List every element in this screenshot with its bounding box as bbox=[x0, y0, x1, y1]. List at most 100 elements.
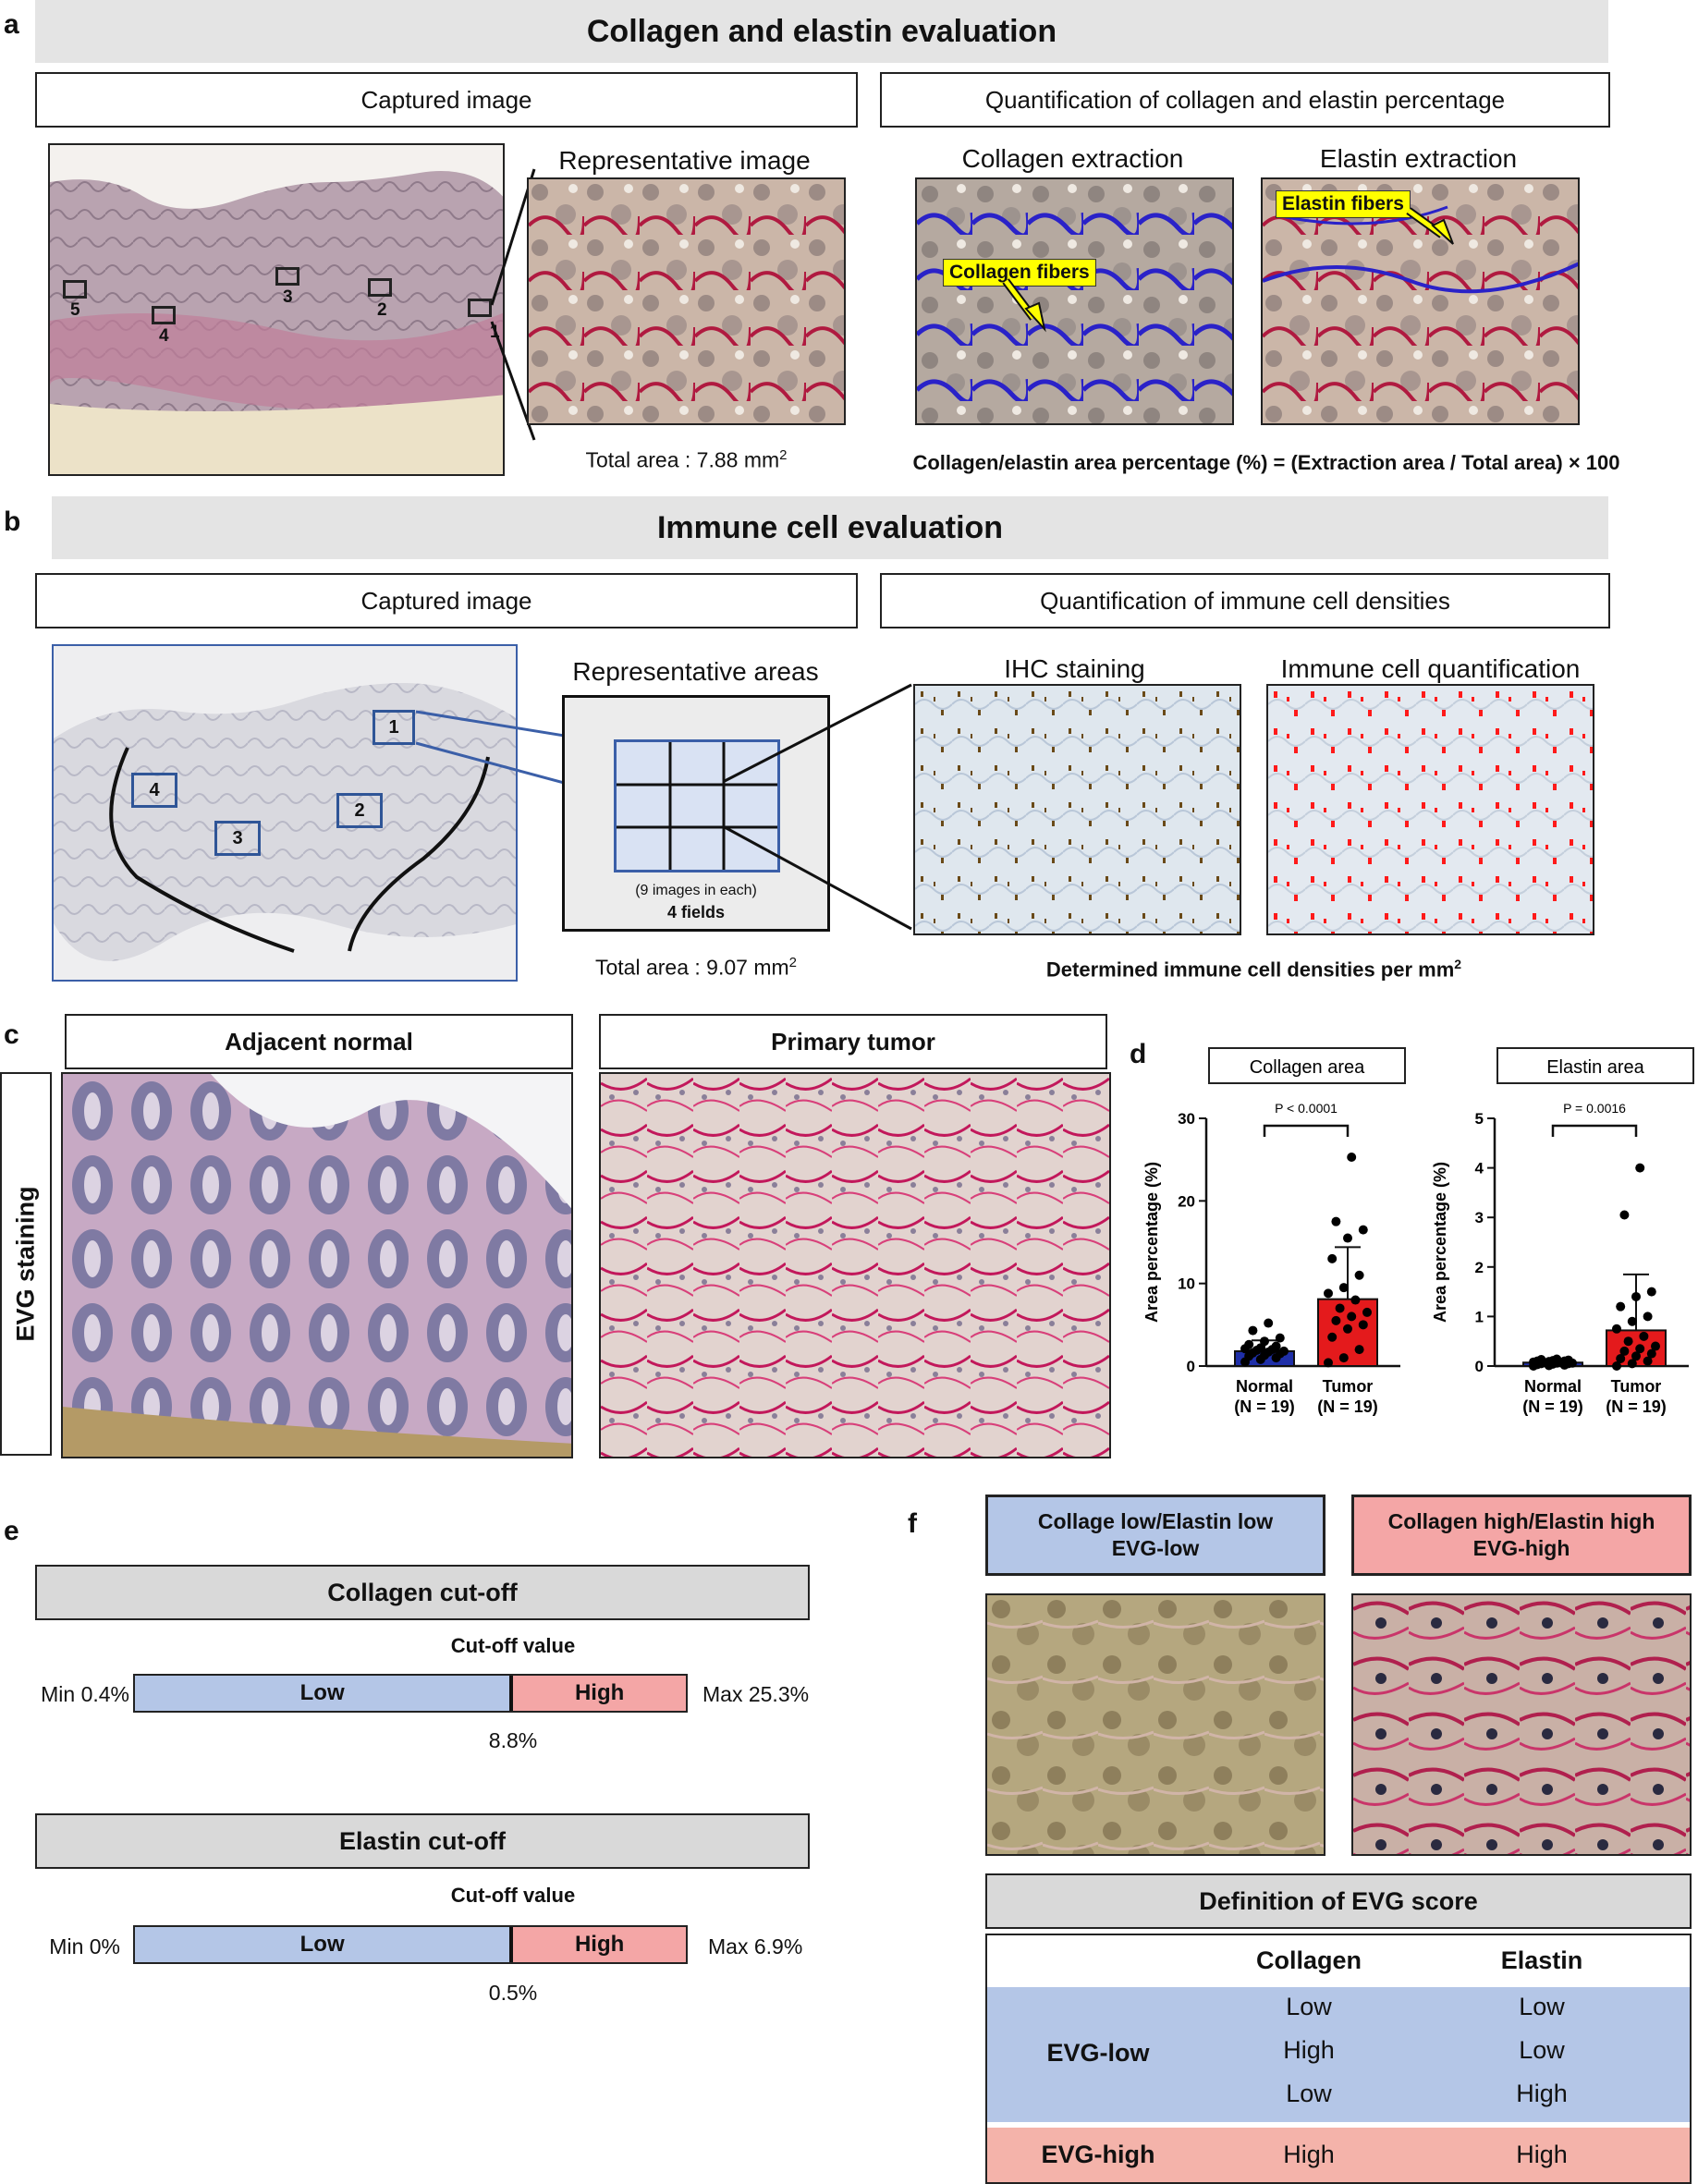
chart-pvalue: P < 0.0001 bbox=[1275, 1101, 1338, 1116]
panel-f-evg-low-label: EVG-low bbox=[1046, 2039, 1150, 2067]
panel-c-normal-box: Adjacent normal bbox=[65, 1014, 573, 1069]
chart-point bbox=[1619, 1346, 1630, 1356]
chart-point bbox=[1552, 1354, 1562, 1364]
chart-title: Elastin area bbox=[1546, 1057, 1644, 1078]
chart-point bbox=[1244, 1339, 1254, 1349]
panel-b-region-box-2: 2 bbox=[336, 793, 383, 828]
panel-e-elastin-high: High bbox=[513, 1927, 686, 1962]
panel-a-region-number: 2 bbox=[377, 300, 387, 320]
panel-e-elastin-min: Min 0% bbox=[49, 1934, 120, 1958]
chart-point bbox=[1358, 1320, 1368, 1330]
chart-x-tick-label: (N = 19) bbox=[1522, 1397, 1583, 1416]
chart-point bbox=[1358, 1225, 1368, 1235]
chart-point bbox=[1347, 1312, 1357, 1322]
chart-point bbox=[1324, 1288, 1333, 1299]
chart-point bbox=[1354, 1270, 1364, 1280]
panel-e-collagen-low: Low bbox=[135, 1676, 510, 1711]
panel-a-collagen-image bbox=[915, 177, 1234, 425]
chart-point bbox=[1354, 1345, 1364, 1355]
panel-a-region-number: 3 bbox=[283, 287, 293, 307]
chart-point bbox=[1264, 1318, 1274, 1328]
chart-y-tick-label: 2 bbox=[1475, 1259, 1484, 1276]
panel-f-cell: Low bbox=[1519, 2036, 1565, 2064]
panel-letter-f: f bbox=[908, 1508, 917, 1539]
panel-a-elastin-image bbox=[1261, 177, 1580, 425]
chart-point bbox=[1279, 1346, 1289, 1356]
chart-point bbox=[1619, 1210, 1630, 1220]
panel-b-region-box-3: 3 bbox=[214, 821, 261, 856]
chart-point bbox=[1327, 1253, 1338, 1263]
chart-point bbox=[1350, 1295, 1361, 1305]
chart-x-tick-label: (N = 19) bbox=[1606, 1397, 1667, 1416]
panel-b-region-box-1: 1 bbox=[373, 710, 415, 745]
panel-f-high-box: Collagen high/Elastin high EVG-high bbox=[1351, 1495, 1692, 1576]
panel-a-elastin-arrow bbox=[1406, 207, 1454, 245]
panel-f-cell: High bbox=[1516, 2141, 1568, 2168]
chart-point bbox=[1627, 1316, 1637, 1326]
chart-point bbox=[1612, 1324, 1621, 1334]
panel-a-representative-image bbox=[527, 177, 846, 425]
panel-f-cell: Low bbox=[1519, 1993, 1565, 2020]
panel-a-collagen-label: Collagen extraction bbox=[961, 144, 1184, 173]
panel-e-collagen-cutoff-label: Cut-off value bbox=[450, 1634, 576, 1657]
panel-c-tumor-box: Primary tumor bbox=[599, 1014, 1107, 1069]
panel-f-col-collagen: Collagen bbox=[1255, 1946, 1362, 1974]
panel-b-grid bbox=[614, 739, 780, 872]
panel-a-captured-box: Captured image bbox=[35, 72, 858, 128]
panel-e-elastin-low: Low bbox=[135, 1927, 510, 1962]
panel-e-elastin-cutoff-label: Cut-off value bbox=[450, 1884, 576, 1907]
panel-f-cell: Low bbox=[1286, 2080, 1332, 2107]
panel-a-formula: Collagen/elastin area percentage (%) = (… bbox=[912, 451, 1620, 474]
chart-point bbox=[1248, 1325, 1258, 1336]
chart-y-tick-label: 0 bbox=[1475, 1358, 1484, 1375]
panel-b-grid-fields: 4 fields bbox=[666, 903, 726, 921]
chart-y-tick-label: 5 bbox=[1475, 1110, 1484, 1128]
chart-point bbox=[1635, 1344, 1645, 1354]
panel-b-captured-box: Captured image bbox=[35, 573, 858, 628]
panel-f-low-rows-bg bbox=[987, 1987, 1690, 2122]
chart-y-tick-label: 3 bbox=[1475, 1209, 1484, 1226]
panel-f-high-image bbox=[1351, 1593, 1692, 1856]
chart-x-tick-label: Normal bbox=[1236, 1377, 1293, 1396]
chart-x-tick-label: Normal bbox=[1524, 1377, 1582, 1396]
chart-point bbox=[1343, 1324, 1352, 1334]
panel-f-low-line2: EVG-low bbox=[1111, 1536, 1200, 1560]
panel-letter-d: d bbox=[1130, 1039, 1147, 1069]
panel-e-collagen-title: Collagen cut-off bbox=[35, 1565, 810, 1620]
panel-c-tumor-image bbox=[599, 1072, 1111, 1458]
chart-x-tick-label: Tumor bbox=[1611, 1377, 1662, 1396]
chart-significance-bracket bbox=[1263, 1124, 1350, 1137]
panel-letter-c: c bbox=[4, 1019, 19, 1050]
chart-point bbox=[1335, 1303, 1345, 1313]
panel-a-quant-box: Quantification of collagen and elastin p… bbox=[880, 72, 1610, 128]
chart-point bbox=[1612, 1361, 1621, 1371]
chart-point bbox=[1616, 1301, 1626, 1312]
panel-b-densities: Determined immune cell densities per mm2 bbox=[1045, 957, 1462, 982]
panel-e-collagen-value: 8.8% bbox=[488, 1728, 538, 1752]
panel-e-elastin-title: Elastin cut-off bbox=[35, 1813, 810, 1869]
panel-e-elastin-max: Max 6.9% bbox=[708, 1934, 803, 1958]
chart-significance-bracket bbox=[1551, 1124, 1638, 1137]
panel-b-total-area: Total area : 9.07 mm2 bbox=[595, 955, 797, 980]
panel-b-quant-box: Quantification of immune cell densities bbox=[880, 573, 1610, 628]
chart-point bbox=[1646, 1287, 1656, 1297]
chart-point bbox=[1631, 1291, 1641, 1301]
panel-b-grid-note: (9 images in each) bbox=[635, 883, 757, 898]
panel-e-collagen-bar: Low High bbox=[133, 1674, 688, 1713]
panel-a-total-area: Total area : 7.88 mm2 bbox=[585, 447, 788, 472]
chart-ylabel: Area percentage (%) bbox=[1142, 1162, 1161, 1323]
chart-point bbox=[1362, 1307, 1372, 1317]
panel-f-high-row-bg bbox=[987, 2128, 1690, 2182]
panel-f-evg-high-label: EVG-high bbox=[1041, 2141, 1155, 2168]
chart-point bbox=[1271, 1341, 1281, 1351]
panel-e-elastin-value: 0.5% bbox=[488, 1981, 538, 2005]
panel-f-table-title: Definition of EVG score bbox=[985, 1873, 1692, 1929]
panel-letter-b: b bbox=[4, 506, 21, 537]
chart-ylabel: Area percentage (%) bbox=[1431, 1162, 1449, 1323]
chart-point bbox=[1331, 1216, 1341, 1226]
chart-point bbox=[1343, 1233, 1352, 1243]
chart-pvalue: P = 0.0016 bbox=[1563, 1101, 1626, 1116]
panel-a-region-box-3 bbox=[275, 267, 299, 286]
chart-point bbox=[1536, 1355, 1546, 1365]
panel-f-col-elastin: Elastin bbox=[1500, 1946, 1583, 1974]
